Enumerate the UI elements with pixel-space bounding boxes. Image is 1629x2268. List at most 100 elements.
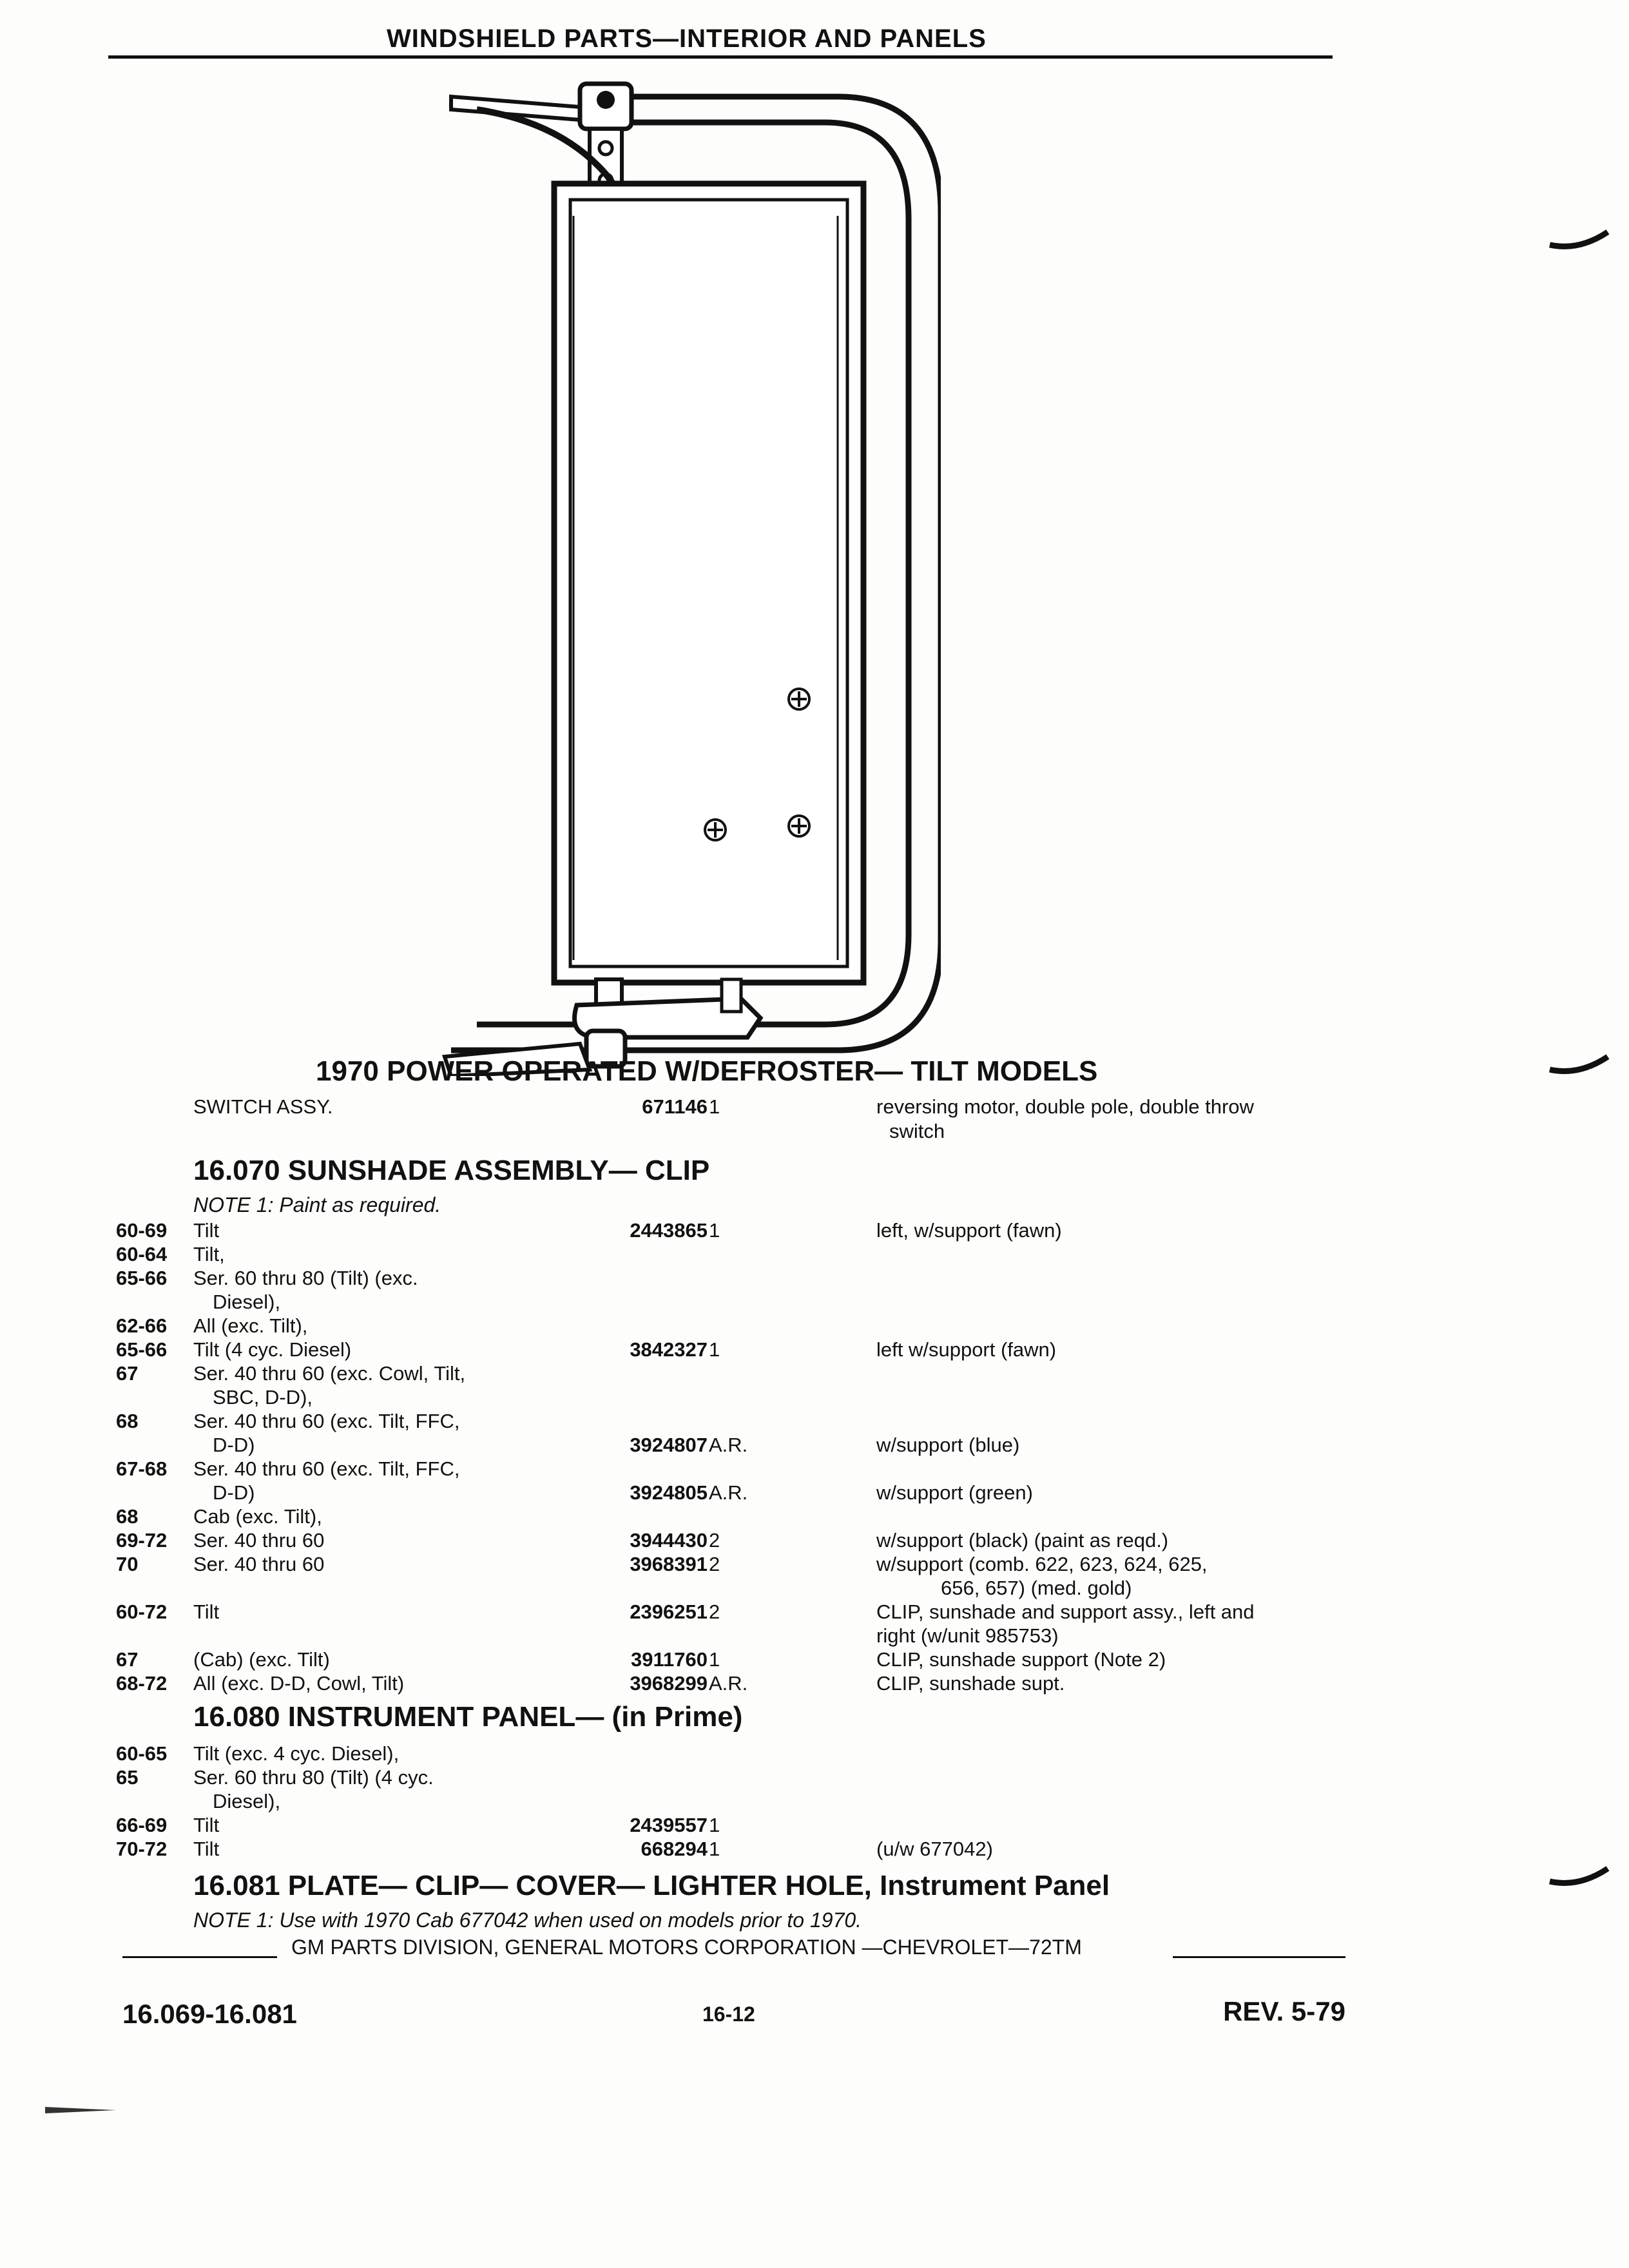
part-qty: A.R.: [709, 1672, 748, 1695]
section-16081-title: 16.081 PLATE— CLIP— COVER— LIGHTER HOLE,…: [193, 1870, 1110, 1901]
part-desc: D-D): [213, 1481, 255, 1504]
part-remark: (u/w 677042): [876, 1838, 993, 1860]
part-qty: 2: [709, 1529, 720, 1552]
part-desc: Ser. 40 thru 60: [193, 1529, 325, 1552]
section-16080-title: 16.080 INSTRUMENT PANEL— (in Prime): [193, 1701, 743, 1733]
model-year: 65-66: [116, 1267, 168, 1289]
part-desc: Ser. 40 thru 60 (exc. Cowl, Tilt,: [193, 1362, 466, 1385]
model-year: 70-72: [116, 1838, 168, 1860]
part-number: 3944430: [630, 1529, 708, 1552]
binder-hole-mark: [1549, 1866, 1610, 1886]
part-qty: 1: [709, 1338, 720, 1361]
part-desc: Tilt: [193, 1600, 220, 1623]
model-year: 65-66: [116, 1338, 168, 1361]
model-year: 60-72: [116, 1600, 168, 1623]
model-year: 68: [116, 1410, 139, 1432]
part-number: 3968299: [630, 1672, 708, 1695]
part-remark: w/support (comb. 622, 623, 624, 625,: [876, 1553, 1208, 1575]
part-qty: A.R.: [709, 1434, 748, 1456]
table-row: 656, 657) (med. gold): [0, 1577, 1629, 1602]
table-row: 60-65 Tilt (exc. 4 cyc. Diesel),: [0, 1742, 1629, 1768]
footer-page-number: 16-12: [702, 2003, 755, 2026]
section-16081-note: NOTE 1: Use with 1970 Cab 677042 when us…: [193, 1908, 862, 1932]
table-row: 68 Cab (exc. Tilt),: [0, 1505, 1629, 1531]
part-qty: 1: [709, 1838, 720, 1860]
table-row: 65-66 Ser. 60 thru 80 (Tilt) (exc.: [0, 1267, 1629, 1293]
header-rule: [108, 55, 1333, 59]
part-desc: Ser. 40 thru 60: [193, 1553, 325, 1575]
part-desc: Ser. 60 thru 80 (Tilt) (exc.: [193, 1267, 418, 1289]
footer-rule-right: [1173, 1956, 1345, 1958]
section-16070-title: 16.070 SUNSHADE ASSEMBLY— CLIP: [193, 1155, 710, 1186]
part-desc: D-D): [213, 1434, 255, 1456]
part-qty: 1: [709, 1814, 720, 1836]
part-qty: 2: [709, 1600, 720, 1623]
model-year: 60-64: [116, 1243, 168, 1265]
model-year: 68: [116, 1505, 139, 1528]
model-year: 62-66: [116, 1314, 168, 1337]
model-year: 69-72: [116, 1529, 168, 1552]
model-year: 60-65: [116, 1742, 168, 1765]
part-desc: Tilt (exc. 4 cyc. Diesel),: [193, 1742, 400, 1765]
table-row: right (w/unit 985753): [0, 1624, 1629, 1650]
table-row: 67 Ser. 40 thru 60 (exc. Cowl, Tilt,: [0, 1362, 1629, 1388]
table-row: 67-68 Ser. 40 thru 60 (exc. Tilt, FFC,: [0, 1457, 1629, 1483]
scan-smudge: [45, 2107, 116, 2113]
part-desc: Ser. 40 thru 60 (exc. Tilt, FFC,: [193, 1457, 460, 1480]
part-remark: CLIP, sunshade supt.: [876, 1672, 1065, 1695]
part-number: 3842327: [630, 1338, 708, 1361]
model-year: 70: [116, 1553, 139, 1575]
part-desc: Tilt: [193, 1838, 220, 1860]
part-number: 3924805: [630, 1481, 708, 1504]
model-year: 65: [116, 1766, 139, 1789]
footer-division: GM PARTS DIVISION, GENERAL MOTORS CORPOR…: [291, 1936, 1082, 1959]
binder-hole-mark: [1549, 229, 1610, 249]
part-desc: All (exc. D-D, Cowl, Tilt): [193, 1672, 405, 1695]
part-remark: switch: [889, 1120, 945, 1142]
part-desc: Ser. 60 thru 80 (Tilt) (4 cyc.: [193, 1766, 434, 1789]
footer-rule-left: [122, 1956, 277, 1958]
part-qty: 1: [709, 1095, 720, 1118]
part-number: 3968391: [630, 1553, 708, 1575]
part-desc: Cab (exc. Tilt),: [193, 1505, 322, 1528]
footer-section-range: 16.069-16.081: [122, 1999, 297, 2029]
part-desc: Tilt: [193, 1814, 220, 1836]
part-desc: Tilt: [193, 1219, 220, 1242]
part-number: 3924807: [630, 1434, 708, 1456]
part-number: 671146: [642, 1095, 708, 1118]
model-year: 67-68: [116, 1457, 168, 1480]
part-qty: A.R.: [709, 1481, 748, 1504]
part-remark: left, w/support (fawn): [876, 1219, 1062, 1242]
model-year: 67: [116, 1362, 139, 1385]
part-remark: CLIP, sunshade support (Note 2): [876, 1648, 1166, 1671]
footer-revision: REV. 5-79: [1223, 1996, 1345, 2026]
part-qty: 2: [709, 1553, 720, 1575]
part-qty: 1: [709, 1219, 720, 1242]
part-remark: right (w/unit 985753): [876, 1624, 1059, 1647]
part-desc: Ser. 40 thru 60 (exc. Tilt, FFC,: [193, 1410, 460, 1432]
part-remark: CLIP, sunshade and support assy., left a…: [876, 1600, 1255, 1623]
model-year: 66-69: [116, 1814, 168, 1836]
section-1970-title: 1970 POWER OPERATED W/DEFROSTER— TILT MO…: [316, 1055, 1098, 1087]
part-remark: w/support (green): [876, 1481, 1033, 1504]
table-row: SWITCH ASSY. 671146 1 reversing motor, d…: [0, 1095, 1629, 1121]
part-desc: SBC, D-D),: [213, 1386, 313, 1408]
table-row: 68 Ser. 40 thru 60 (exc. Tilt, FFC,: [0, 1410, 1629, 1436]
model-year: 68-72: [116, 1672, 168, 1695]
model-year: 60-69: [116, 1219, 168, 1242]
section-16070-note: NOTE 1: Paint as required.: [193, 1193, 441, 1216]
part-desc: (Cab) (exc. Tilt): [193, 1648, 330, 1671]
table-row: Diesel),: [0, 1291, 1629, 1316]
mirror-assembly-diagram: [441, 81, 941, 1076]
